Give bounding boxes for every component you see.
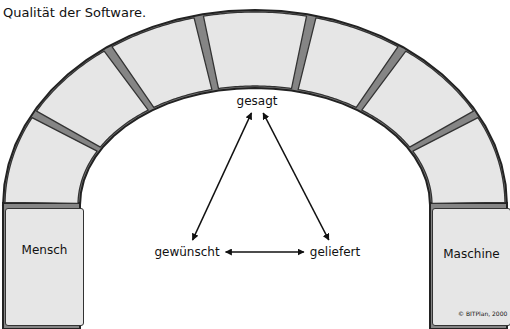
caption-note: Qualität der Software. (3, 5, 146, 20)
double-arrow (263, 113, 329, 240)
node-text: gesagt (237, 94, 278, 108)
arch-stone (413, 118, 505, 204)
pillar-stone: Maschine (432, 208, 510, 326)
mortar-ring (3, 10, 507, 205)
node-text: gewünscht (154, 245, 219, 259)
double-arrow (226, 251, 304, 253)
text-node: gewünscht (151, 243, 222, 261)
arch-stone (112, 18, 212, 108)
text-node: geliefert (307, 243, 363, 261)
pillar-stone: Mensch (5, 208, 84, 326)
node-text: Mensch (6, 243, 83, 257)
node-text: Maschine (433, 247, 510, 261)
copyright-note: © BITPlan, 2000 (458, 310, 507, 317)
node-text: geliefert (310, 245, 360, 259)
text-node: gesagt (234, 92, 281, 110)
arch-stone (203, 12, 306, 89)
double-arrow (193, 113, 252, 240)
